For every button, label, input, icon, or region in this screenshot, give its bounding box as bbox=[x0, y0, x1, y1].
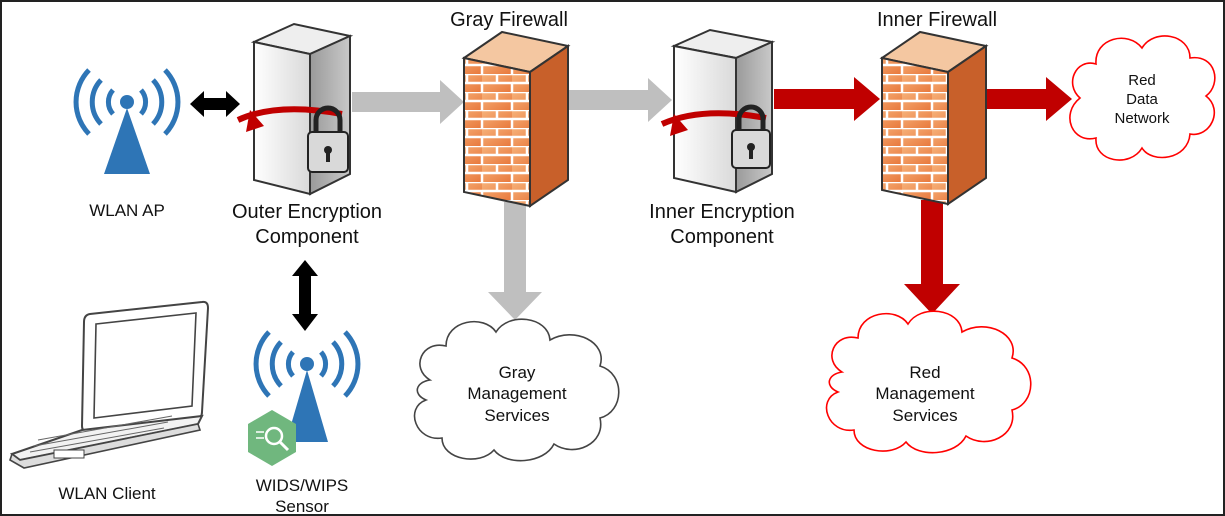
arrow-inner-firewall-to-red-management bbox=[904, 200, 960, 314]
red-management-label: Red Management Services bbox=[860, 362, 990, 426]
red-management-line-1: Red bbox=[909, 363, 941, 382]
gray-management-cloud bbox=[413, 318, 620, 462]
inner-encryption-label: Inner Encryption Component bbox=[627, 200, 817, 250]
inner-encryption-line-1: Inner Encryption bbox=[649, 201, 795, 223]
red-data-network-line-3: Network bbox=[1114, 109, 1170, 127]
laptop-icon bbox=[9, 300, 210, 469]
outer-encryption-line-2: Component bbox=[255, 226, 359, 248]
wids-wips-label: WIDS/WIPS Sensor bbox=[242, 475, 362, 516]
gray-management-line-3: Services bbox=[484, 405, 550, 425]
wids-wips-line-2: Sensor bbox=[275, 497, 329, 516]
gray-management-line-2: Management bbox=[467, 384, 567, 404]
inner-firewall-icon bbox=[879, 30, 989, 206]
outer-encryption-label: Outer Encryption Component bbox=[212, 200, 402, 250]
wlan-ap-icon bbox=[73, 68, 181, 174]
red-data-network-line-1: Red bbox=[1128, 72, 1156, 89]
inner-encryptor-icon bbox=[660, 28, 776, 194]
wids-sensor-icon bbox=[248, 330, 361, 466]
red-data-network-line-2: Data bbox=[1126, 90, 1158, 108]
arrow-encryptor-to-sensor bbox=[292, 260, 318, 331]
wlan-ap-label: WLAN AP bbox=[89, 201, 165, 220]
arrow-gray-firewall-to-inner bbox=[564, 78, 672, 122]
arrow-outer-to-gray-firewall bbox=[352, 80, 464, 124]
arrow-ap-to-outer-encryptor bbox=[190, 91, 240, 117]
outer-encryptor-icon bbox=[236, 22, 354, 196]
red-management-line-2: Management bbox=[875, 384, 975, 404]
red-management-cloud bbox=[825, 310, 1032, 454]
arrow-inner-to-inner-firewall bbox=[774, 77, 880, 121]
arrow-inner-firewall-to-red-data bbox=[986, 77, 1072, 121]
wlan-client-label: WLAN Client bbox=[58, 484, 156, 503]
arrow-gray-firewall-to-management bbox=[488, 202, 542, 320]
wids-wips-line-1: WIDS/WIPS bbox=[255, 476, 349, 495]
inner-firewall-label: Inner Firewall bbox=[876, 9, 998, 31]
gray-firewall-label: Gray Firewall bbox=[450, 9, 568, 31]
inner-encryption-line-2: Component bbox=[670, 226, 774, 248]
gray-firewall-icon bbox=[461, 30, 571, 208]
red-data-network-label: Red Data Network bbox=[1102, 72, 1182, 128]
gray-management-label: Gray Management Services bbox=[452, 362, 582, 426]
red-management-line-3: Services bbox=[892, 405, 958, 425]
gray-management-line-1: Gray bbox=[498, 363, 536, 382]
outer-encryption-line-1: Outer Encryption bbox=[231, 201, 383, 223]
red-data-network-cloud bbox=[1069, 35, 1216, 161]
